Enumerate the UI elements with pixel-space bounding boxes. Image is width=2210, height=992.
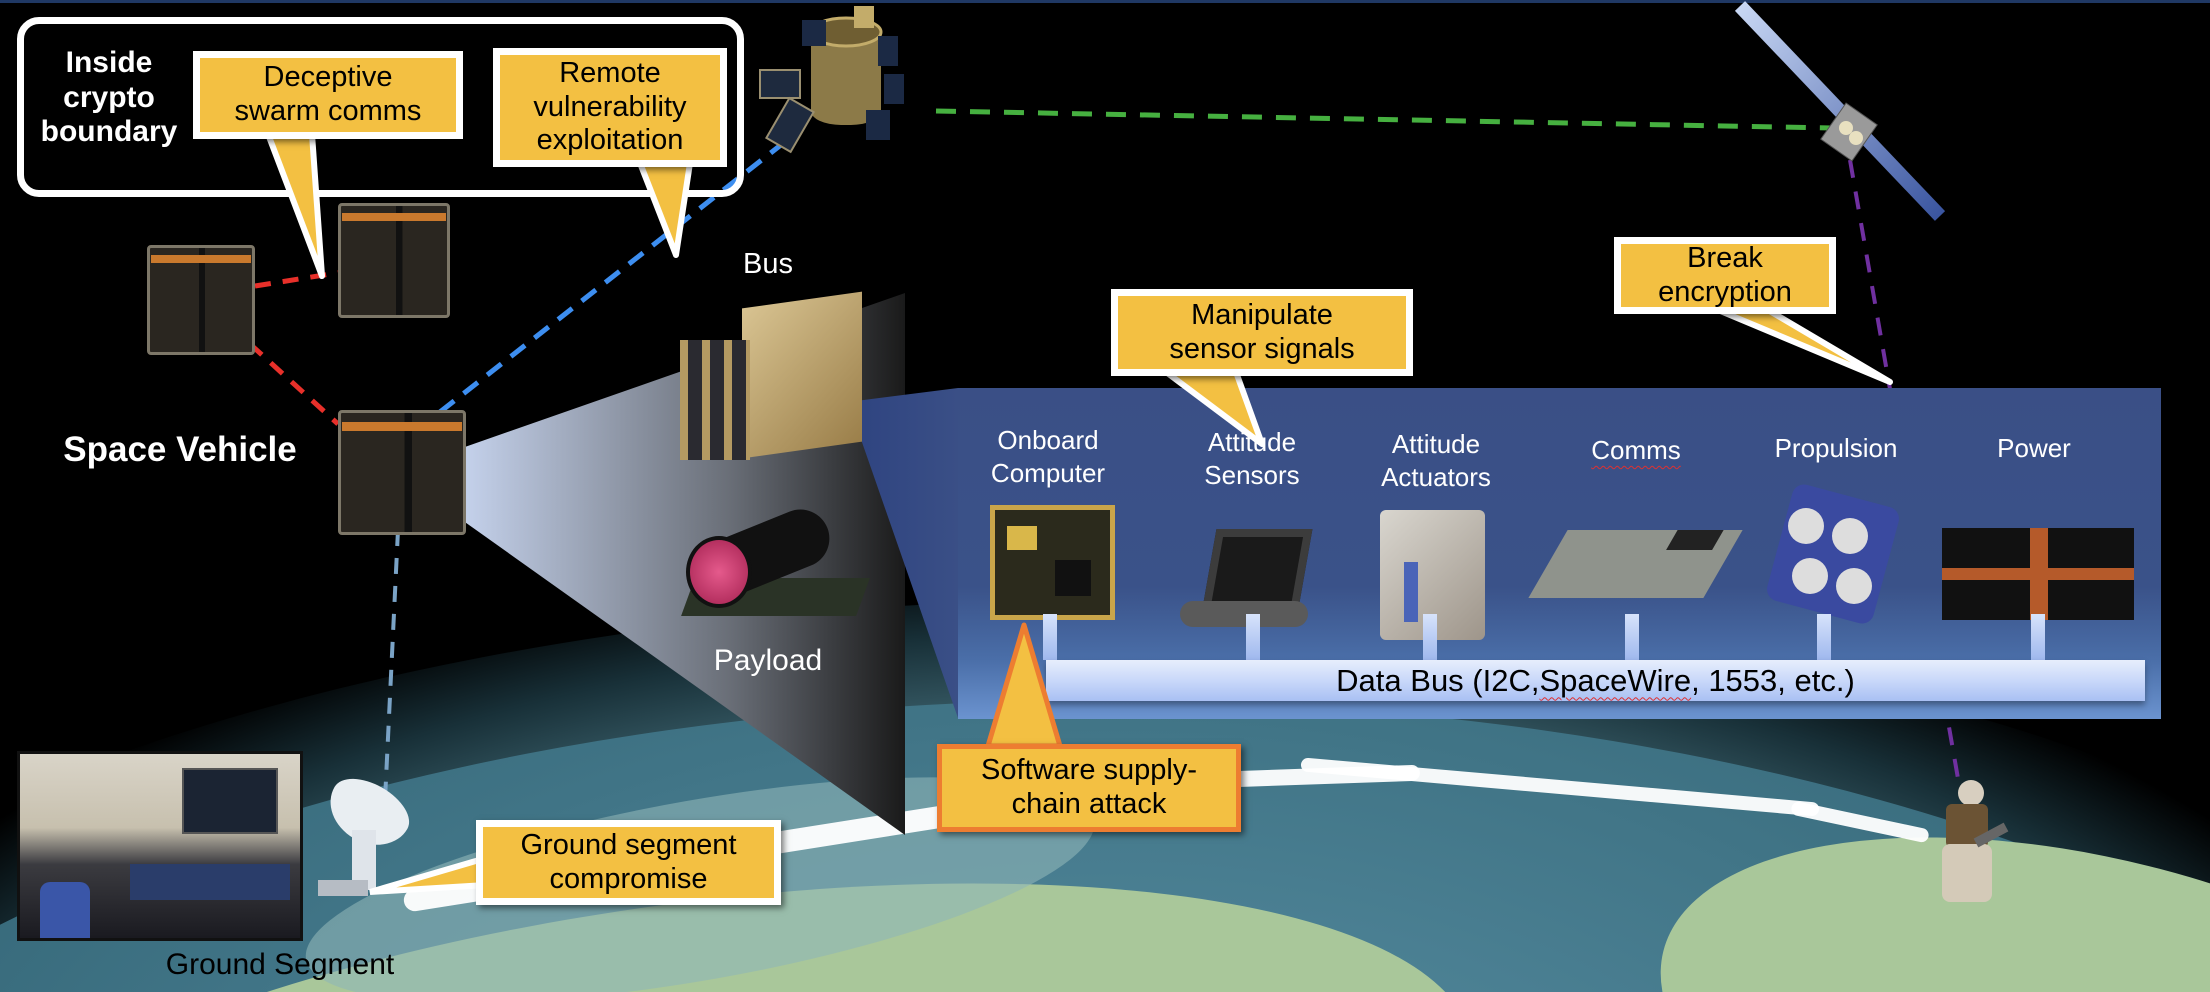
top-border — [0, 0, 2210, 3]
bus-connector — [1423, 614, 1437, 660]
subsystem-label-attitude-actuators: Attitude Actuators — [1381, 429, 1491, 492]
bus-connector — [1043, 614, 1057, 660]
space-vehicle-cubesat-icon — [338, 410, 466, 535]
ground-antenna-icon — [317, 766, 428, 898]
payload-label: Payload — [713, 644, 823, 677]
data-bus-prefix: Data Bus (I2C, — [1336, 662, 1540, 698]
callout-break-encryption: Break encryption — [1614, 237, 1836, 314]
subsystem-label-power: Power — [1997, 433, 2071, 463]
callout-deceptive-swarm-comms: Deceptive swarm comms — [193, 51, 463, 139]
obc-board-icon — [990, 505, 1115, 620]
solar-power-board-icon — [1942, 528, 2134, 620]
cubesat-icon — [338, 203, 450, 318]
space-vehicle-label: Space Vehicle — [63, 430, 297, 469]
panel-beam — [848, 388, 958, 718]
comms-label-text: Comms — [1591, 435, 1681, 465]
subsystem-label-obc: Onboard Computer — [990, 425, 1106, 488]
adversary-soldier-icon — [1932, 780, 2012, 905]
callout-ground-segment-compromise: Ground segment compromise — [476, 820, 781, 905]
subsystem-label-propulsion: Propulsion — [1774, 433, 1898, 463]
payload-camera-icon — [668, 488, 873, 638]
data-bus: Data Bus (I2C, SpaceWire, 1553, etc.) — [1046, 660, 2145, 701]
bus-connector — [2031, 614, 2045, 660]
subsystem-label-comms: Comms — [1536, 434, 1736, 467]
swarm-link — [248, 342, 340, 426]
crypto-boundary — [17, 17, 744, 197]
ground-control-room-photo — [17, 751, 303, 941]
ground-segment-label: Ground Segment — [165, 948, 395, 981]
bus-connector — [1625, 614, 1639, 660]
bus-connector — [1817, 614, 1831, 660]
callout-remote-vulnerability: Remote vulnerability exploitation — [493, 48, 727, 167]
data-bus-suffix: , 1553, etc.) — [1691, 662, 1855, 698]
subsystem-label-attitude-sensors: Attitude Sensors — [1204, 427, 1300, 490]
uplink-link — [438, 128, 802, 414]
bus-label: Bus — [743, 248, 793, 280]
bus-connector — [1246, 614, 1260, 660]
ring-satellite — [759, 6, 904, 154]
crypto-boundary-label: Inside crypto boundary — [40, 46, 178, 148]
ground-link — [383, 529, 400, 801]
thruster-cluster-icon — [1764, 481, 1902, 627]
callout-manipulate-sensor-signals: Manipulate sensor signals — [1111, 289, 1413, 376]
callout-software-supply-chain: Software supply-chain attack — [937, 744, 1241, 832]
star-tracker-icon — [1180, 525, 1313, 640]
cubesat-icon — [147, 245, 255, 355]
swarm-link — [254, 269, 344, 289]
data-bus-spacewire: SpaceWire — [1539, 662, 1692, 698]
bus-hardware-icon — [680, 291, 870, 465]
jammer-link — [1848, 159, 1962, 791]
crosslink — [935, 108, 1833, 131]
